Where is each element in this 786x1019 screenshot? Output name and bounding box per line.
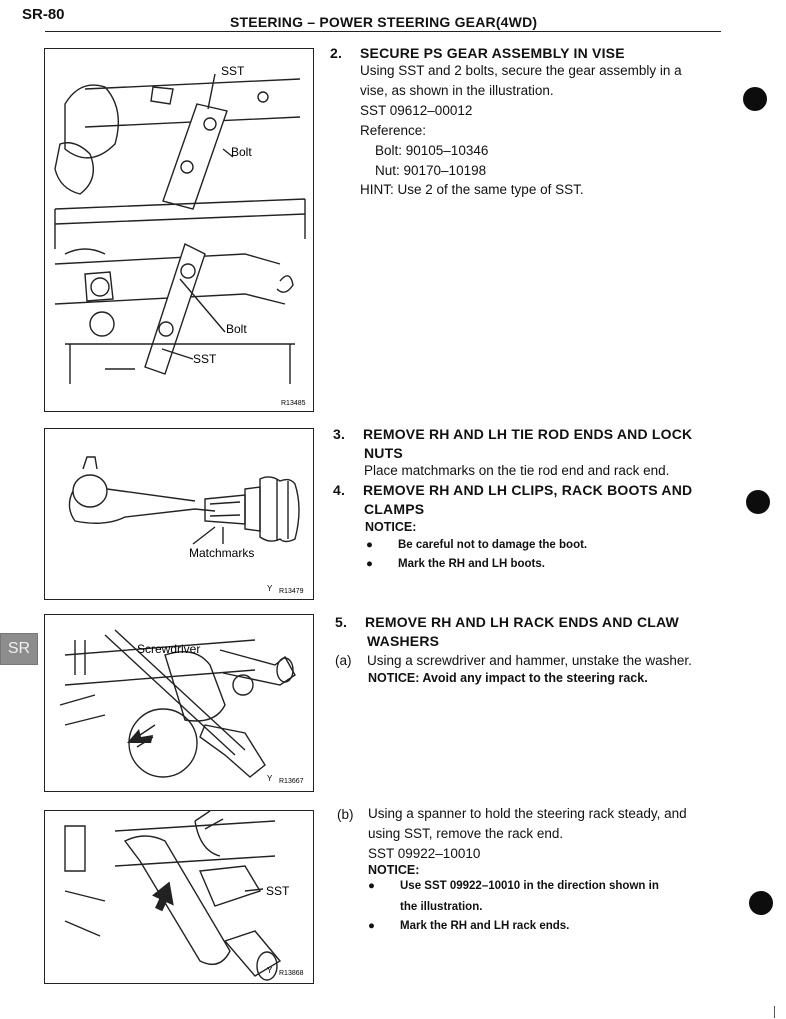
step-4-heading: 4. REMOVE RH AND LH CLIPS, RACK BOOTS AN… [333, 481, 753, 501]
step-2-line: Using SST and 2 bolts, secure the gear a… [360, 63, 682, 78]
figure-label-sst: SST [266, 884, 290, 898]
sr-tab-label: SR [7, 640, 31, 657]
bullet-text: Use SST 09922–10010 in the direction sho… [400, 880, 659, 892]
step-2-line: Bolt: 90105–10346 [375, 143, 489, 158]
bullet-dot: ● [366, 539, 373, 551]
notice-title: NOTICE: [365, 520, 417, 534]
step-number: 5. [335, 614, 348, 630]
page-edge-mark [774, 1006, 775, 1018]
figure-id: R13485 [281, 400, 306, 407]
margin-dot-marker [749, 891, 773, 915]
bullet-dot: ● [368, 880, 375, 892]
figure-screwdriver: Screwdriver Y R13667 [44, 614, 314, 792]
bullet-text: Be careful not to damage the boot. [398, 539, 588, 551]
step-3-heading-cont: NUTS [364, 445, 403, 461]
step-2-heading: 2. SECURE PS GEAR ASSEMBLY IN VISE [330, 44, 750, 64]
figure-label-bolt-upper: Bolt [231, 145, 252, 159]
step-number: 4. [333, 482, 346, 498]
figure-rack-end-removal: SST Y R13868 [44, 810, 314, 984]
substep-a-notice: NOTICE: Avoid any impact to the steering… [368, 671, 648, 685]
step-2-line: Nut: 90170–10198 [375, 163, 487, 178]
figure-y-mark: Y [267, 584, 273, 593]
notice-bullet: ● Mark the RH and LH rack ends. [368, 920, 733, 936]
substep-b-label: (b) [337, 807, 354, 822]
figure-matchmarks: Matchmarks Y R13479 [44, 428, 314, 600]
notice-title: NOTICE: [368, 863, 420, 877]
bullet-dot: ● [368, 920, 375, 932]
figure-id: R13667 [279, 778, 304, 785]
header-rule [45, 31, 721, 32]
bullet-text: Mark the RH and LH boots. [398, 558, 545, 570]
figure-label-sst-upper: SST [221, 64, 245, 78]
step-title: SECURE PS GEAR ASSEMBLY IN VISE [360, 45, 625, 61]
step-5-heading: 5. REMOVE RH AND LH RACK ENDS AND CLAW [335, 613, 755, 633]
vise-illustration: SST Bolt Bolt SST R13485 [54, 64, 306, 407]
figure-label-sst-lower: SST [193, 352, 217, 366]
step-title: REMOVE RH AND LH CLIPS, RACK BOOTS AND [363, 482, 693, 498]
step-number: 3. [333, 426, 346, 442]
bullet-dot: ● [366, 558, 373, 570]
substep-b-line: using SST, remove the rack end. [368, 826, 564, 841]
step-2-line: Reference: [360, 123, 427, 138]
figure-label-bolt-lower: Bolt [226, 322, 247, 336]
figure-label-matchmarks: Matchmarks [189, 546, 254, 560]
notice-bullet-cont: the illustration. [368, 901, 733, 917]
screwdriver-illustration: Screwdriver Y R13667 [59, 629, 304, 785]
tie-rod-illustration: Matchmarks Y R13479 [68, 456, 304, 595]
substep-a-text: Using a screwdriver and hammer, unstake … [367, 653, 692, 668]
figure-id: R13868 [279, 970, 304, 977]
step-3-heading: 3. REMOVE RH AND LH TIE ROD ENDS AND LOC… [333, 425, 753, 445]
substep-b-line: SST 09922–10010 [368, 846, 481, 861]
step-2-hint: HINT: Use 2 of the same type of SST. [360, 182, 584, 197]
step-number: 2. [330, 45, 343, 61]
figure-y-mark: Y [267, 774, 273, 783]
sr-side-tab: SR [0, 633, 38, 665]
bullet-text: the illustration. [400, 901, 483, 913]
step-4-heading-cont: CLAMPS [364, 501, 425, 517]
step-5-heading-cont: WASHERS [367, 633, 440, 649]
section-title: STEERING – POWER STEERING GEAR(4WD) [230, 14, 538, 30]
substep-a-label: (a) [335, 653, 352, 668]
figure-y-mark: Y [267, 966, 273, 975]
notice-bullet: ● Be careful not to damage the boot. [366, 539, 726, 555]
figure-vise-setup: SST Bolt Bolt SST R13485 [44, 48, 314, 412]
substep-b-line: Using a spanner to hold the steering rac… [368, 806, 687, 821]
margin-dot-marker [746, 490, 770, 514]
notice-bullet: ● Use SST 09922–10010 in the direction s… [368, 880, 733, 896]
figure-label-screwdriver: Screwdriver [137, 642, 200, 656]
notice-bullet: ● Mark the RH and LH boots. [366, 558, 726, 574]
rack-end-illustration: SST Y R13868 [64, 811, 304, 981]
step-3-body: Place matchmarks on the tie rod end and … [364, 463, 670, 478]
margin-dot-marker [743, 87, 767, 111]
step-title: REMOVE RH AND LH RACK ENDS AND CLAW [365, 614, 679, 630]
figure-id: R13479 [279, 588, 304, 595]
page-id: SR-80 [22, 6, 65, 23]
step-title: REMOVE RH AND LH TIE ROD ENDS AND LOCK [363, 426, 693, 442]
step-2-line: vise, as shown in the illustration. [360, 83, 554, 98]
bullet-text: Mark the RH and LH rack ends. [400, 920, 570, 932]
step-2-line: SST 09612–00012 [360, 103, 473, 118]
